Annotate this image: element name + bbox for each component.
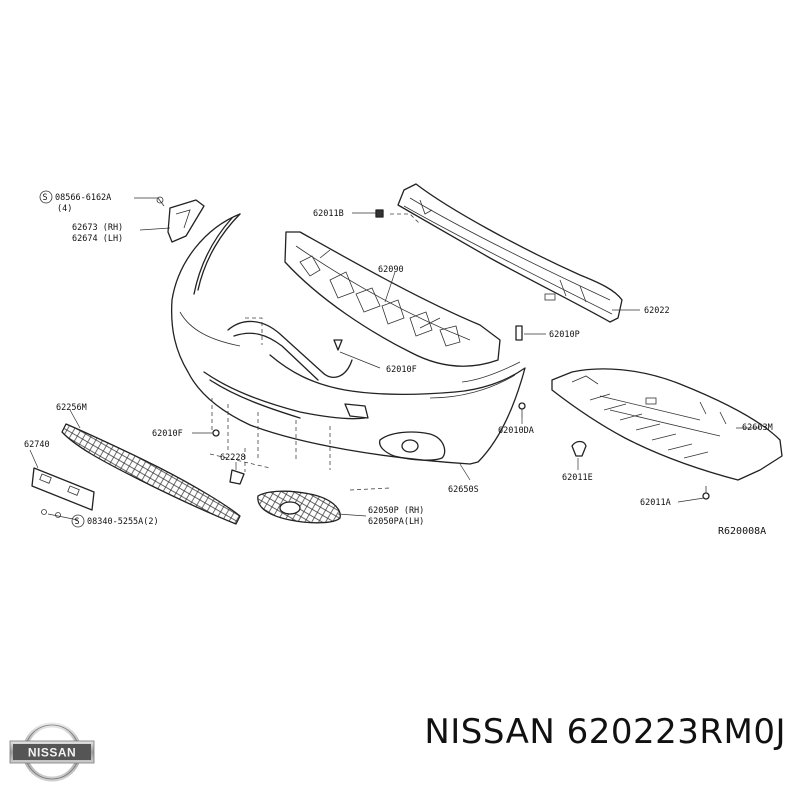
nissan-logo-icon: NISSAN xyxy=(9,722,95,782)
label-62663M: 62663M xyxy=(742,423,773,433)
label-62010DA: 62010DA xyxy=(498,426,534,436)
part-number-title: NISSAN 620223RM0J xyxy=(424,712,786,752)
svg-text:S: S xyxy=(75,517,80,527)
label-62011A: 62011A xyxy=(640,498,671,508)
label-62050PA-lh: 62050PA(LH) xyxy=(368,517,424,527)
label-08566-6162A: 08566-6162A xyxy=(55,193,111,203)
label-62228: 62228 xyxy=(220,453,246,463)
bumper-cover xyxy=(170,213,526,465)
lower-grille xyxy=(61,423,241,525)
label-62650S: 62650S xyxy=(448,485,479,495)
label-62010P: 62010P xyxy=(549,330,580,340)
reference-code: R620008A xyxy=(718,526,766,537)
svg-text:NISSAN: NISSAN xyxy=(28,746,76,760)
label-08566-qty: (4) xyxy=(57,204,72,214)
fog-lamp-cover xyxy=(257,490,341,524)
label-62010F-lower: 62010F xyxy=(152,429,183,439)
energy-absorber xyxy=(284,231,501,367)
label-62674-lh: 62674 (LH) xyxy=(72,234,123,244)
undercover xyxy=(551,368,783,481)
label-62011E: 62011E xyxy=(562,473,593,483)
screw-symbol-top: S xyxy=(39,190,53,204)
label-62050P-rh: 62050P (RH) xyxy=(368,506,424,516)
label-08340-5255A: 08340-5255A(2) xyxy=(87,517,159,527)
screw-symbol-bottom: S xyxy=(71,514,85,528)
label-62010F-upper: 62010F xyxy=(386,365,417,375)
fasteners xyxy=(212,209,710,500)
leader-lines xyxy=(29,197,760,521)
label-62673-rh: 62673 (RH) xyxy=(72,223,123,233)
reinforcement-bar xyxy=(397,183,623,323)
label-62090: 62090 xyxy=(378,265,404,275)
svg-text:S: S xyxy=(43,193,48,203)
label-62011B: 62011B xyxy=(313,209,344,219)
side-bracket xyxy=(156,196,205,243)
bar-dashed-guide xyxy=(390,213,421,225)
label-62256M: 62256M xyxy=(56,403,87,413)
label-62740: 62740 xyxy=(24,440,50,450)
cover-dashed-guides xyxy=(209,317,391,491)
license-bracket xyxy=(31,467,95,518)
label-62022: 62022 xyxy=(644,306,670,316)
